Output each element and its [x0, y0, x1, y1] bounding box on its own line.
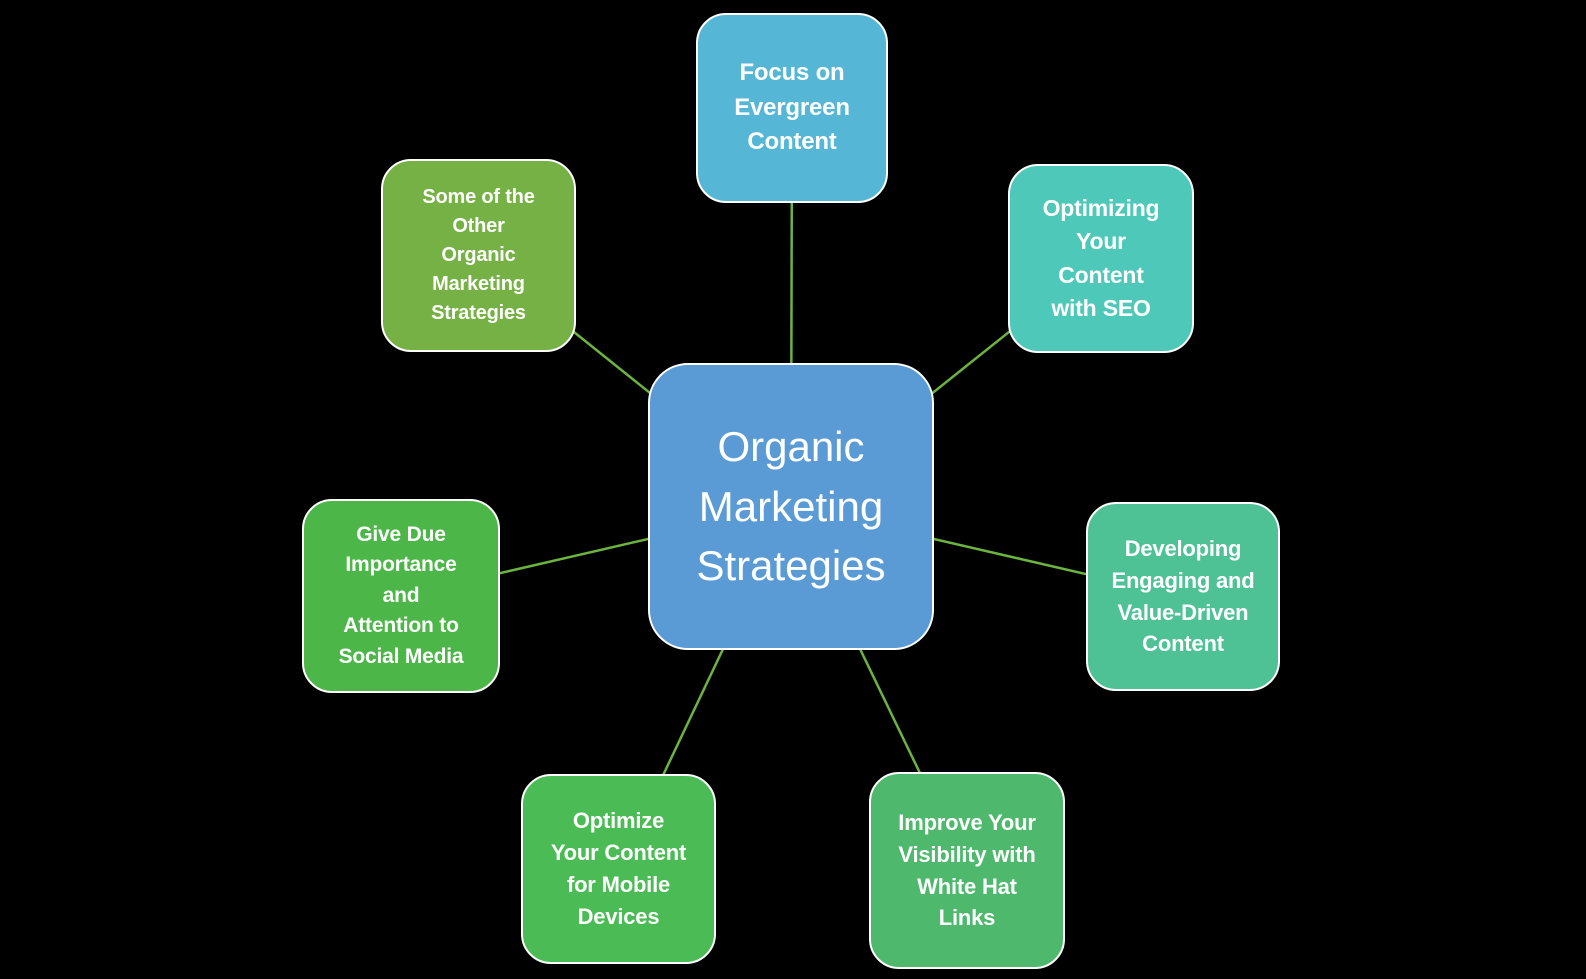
node-improve-your-visibility-with-white-hat-links: Improve Your Visibility with White Hat L… — [869, 772, 1065, 969]
node-developing-engaging-and-value-driven-content: Developing Engaging and Value-Driven Con… — [1086, 502, 1280, 691]
center-node-organic-marketing-strategies: Organic Marketing Strategies — [648, 363, 934, 650]
node-optimize-your-content-for-mobile-devices: Optimize Your Content for Mobile Devices — [521, 774, 716, 964]
node-give-due-importance-and-attention-to-social-media: Give Due Importance and Attention to Soc… — [302, 499, 500, 693]
node-some-of-the-other-organic-marketing-strategies: Some of the Other Organic Marketing Stra… — [381, 159, 576, 352]
node-focus-on-evergreen-content: Focus on Evergreen Content — [696, 13, 888, 203]
node-optimizing-your-content-with-seo: Optimizing Your Content with SEO — [1008, 164, 1194, 353]
